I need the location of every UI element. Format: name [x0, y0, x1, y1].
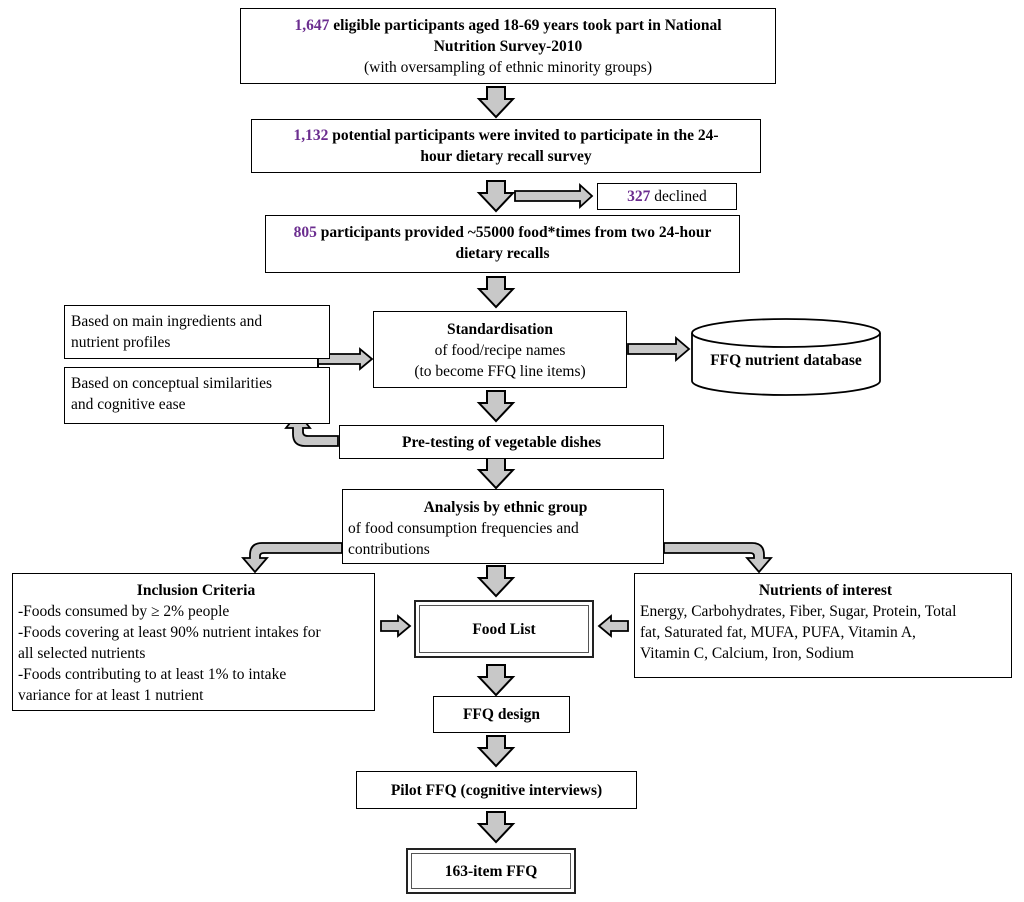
- pilot-ffq-box: Pilot FFQ (cognitive interviews): [356, 771, 637, 809]
- box-title: Standardisation: [447, 321, 553, 338]
- criteria-item: -Foods consumed by ≥ 2% people: [18, 603, 230, 620]
- box-text: Based on conceptual similarities: [71, 375, 273, 392]
- box-text: Nutrition Survey-2010: [433, 38, 583, 55]
- curved-left-down-arrow: [241, 542, 343, 574]
- food-list-box: Food List: [414, 600, 594, 658]
- box-text: of food consumption frequencies and: [348, 520, 579, 537]
- criteria-item: all selected nutrients: [18, 645, 146, 662]
- box-text: eligible participants aged 18-69 years t…: [333, 17, 722, 34]
- declined-count: 327: [627, 188, 651, 205]
- box-text: Pre-testing of vegetable dishes: [401, 434, 602, 451]
- right-arrow: [317, 347, 374, 371]
- box-text: of food/recipe names: [434, 342, 566, 359]
- down-arrow: [478, 664, 514, 696]
- participant-count: 805: [293, 224, 317, 241]
- down-arrow: [478, 811, 514, 843]
- participant-count: 1,132: [293, 127, 329, 144]
- analysis-box: Analysis by ethnic group of food consump…: [342, 489, 664, 564]
- left-arrow: [597, 614, 629, 638]
- down-arrow: [478, 390, 514, 422]
- box-text: dietary recalls: [455, 245, 550, 262]
- box-text: participants provided ~55000 food*times …: [320, 224, 712, 241]
- down-arrow: [478, 276, 514, 308]
- final-ffq-box: 163-item FFQ: [406, 848, 576, 894]
- nutrients-box: Nutrients of interest Energy, Carbohydra…: [634, 573, 1012, 678]
- box-text: (to become FFQ line items): [414, 363, 586, 380]
- criteria-item: -Foods contributing to at least 1% to in…: [18, 666, 287, 683]
- down-arrow: [478, 735, 514, 767]
- invited-participants-box: 1,132 potential participants were invite…: [251, 119, 761, 173]
- box-text: 163-item FFQ: [444, 863, 538, 880]
- box-text: contributions: [348, 541, 430, 558]
- box-text: declined: [654, 188, 707, 205]
- main-ingredients-box: Based on main ingredients and nutrient p…: [64, 305, 330, 359]
- box-title: Nutrients of interest: [758, 582, 893, 599]
- ffq-design-box: FFQ design: [433, 696, 570, 733]
- box-title: Analysis by ethnic group: [423, 499, 588, 516]
- box-title: Inclusion Criteria: [136, 582, 256, 599]
- database-label: FFQ nutrient database: [710, 352, 862, 369]
- box-text: hour dietary recall survey: [420, 148, 592, 165]
- pretesting-box: Pre-testing of vegetable dishes: [339, 425, 664, 459]
- box-text: FFQ design: [462, 706, 541, 723]
- down-arrow: [478, 565, 514, 597]
- nutrient-list-line: Energy, Carbohydrates, Fiber, Sugar, Pro…: [640, 603, 957, 620]
- participant-count: 1,647: [294, 17, 330, 34]
- criteria-item: -Foods covering at least 90% nutrient in…: [18, 624, 321, 641]
- inclusion-criteria-box: Inclusion Criteria -Foods consumed by ≥ …: [12, 573, 375, 711]
- right-arrow: [514, 182, 594, 210]
- box-text: Food List: [472, 621, 536, 638]
- nutrient-list-line: Vitamin C, Calcium, Iron, Sodium: [640, 645, 854, 662]
- box-text: and cognitive ease: [71, 396, 186, 413]
- box-text: Pilot FFQ (cognitive interviews): [390, 782, 603, 799]
- right-arrow: [627, 336, 691, 362]
- recall-participants-box: 805 participants provided ~55000 food*ti…: [265, 215, 740, 273]
- right-arrow: [380, 614, 412, 638]
- criteria-item: variance for at least 1 nutrient: [18, 687, 204, 704]
- box-text: Based on main ingredients and: [71, 313, 263, 330]
- down-arrow: [478, 180, 514, 212]
- declined-box: 327 declined: [597, 183, 737, 210]
- box-text: (with oversampling of ethnic minority gr…: [364, 59, 652, 76]
- down-arrow: [478, 457, 514, 489]
- curved-right-down-arrow: [663, 542, 773, 574]
- nutrient-list-line: fat, Saturated fat, MUFA, PUFA, Vitamin …: [640, 624, 916, 641]
- box-text: potential participants were invited to p…: [332, 127, 719, 144]
- down-arrow: [478, 86, 514, 118]
- conceptual-similarities-box: Based on conceptual similarities and cog…: [64, 367, 330, 424]
- standardisation-box: Standardisation of food/recipe names (to…: [373, 311, 627, 388]
- eligible-participants-box: 1,647 eligible participants aged 18-69 y…: [240, 8, 776, 84]
- box-text: nutrient profiles: [71, 334, 171, 351]
